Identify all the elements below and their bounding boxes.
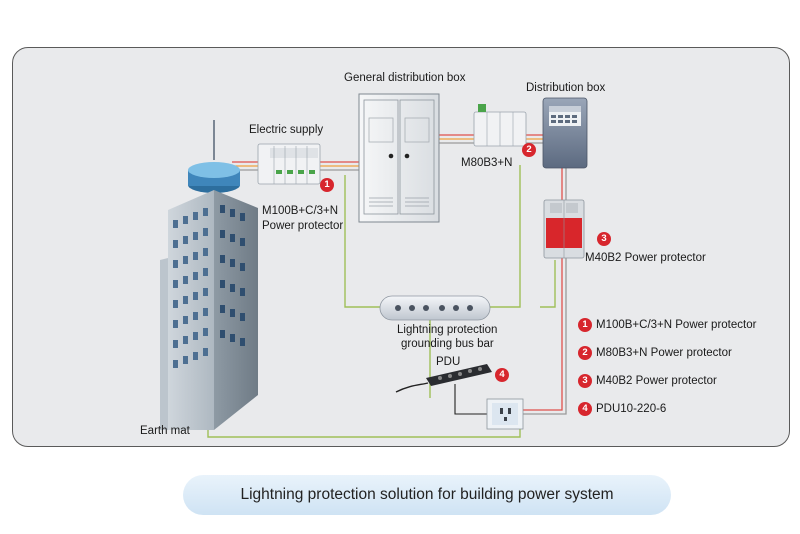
badge-2: 2 — [522, 143, 536, 157]
m100-protector-device — [257, 143, 321, 185]
legend-badge-4: 4 — [578, 402, 592, 416]
legend-text-3: M40B2 Power protector — [596, 375, 717, 387]
electric-supply-label: Electric supply — [249, 124, 324, 136]
general-distribution-box-label: General distribution box — [344, 72, 466, 84]
skyscraper — [160, 120, 258, 430]
general-distribution-box-device — [358, 93, 440, 223]
m80-protector-device — [473, 104, 527, 147]
badge-4: 4 — [495, 368, 509, 382]
wall-socket-device — [486, 398, 524, 430]
bus-bar-label-line2: grounding bus bar — [401, 338, 494, 350]
pdu-device — [395, 364, 492, 415]
m40-label: M40B2 Power protector — [585, 252, 706, 264]
distribution-box-label: Distribution box — [526, 82, 606, 94]
pdu-label: PDU — [436, 356, 461, 368]
badge-1: 1 — [320, 178, 334, 192]
grounding-bus-bar-device — [379, 295, 491, 321]
m100-label-line2: Power protector — [262, 220, 344, 232]
legend-badge-3: 3 — [578, 374, 592, 388]
power-wires-down — [515, 168, 567, 415]
legend-text-2: M80B3+N Power protector — [596, 347, 732, 359]
caption-banner: Lightning protection solution for buildi… — [183, 475, 671, 515]
legend-badge-1: 1 — [578, 318, 592, 332]
legend-text-4: PDU10-220-6 — [596, 403, 667, 415]
legend-badge-2: 2 — [578, 346, 592, 360]
m40-protector-device — [543, 199, 585, 259]
bus-bar-label-line1: Lightning protection — [397, 324, 498, 336]
earth-mat-label: Earth mat — [140, 425, 190, 437]
legend-text-1: M100B+C/3+N Power protector — [596, 319, 757, 331]
m100-label-line1: M100B+C/3+N — [262, 205, 339, 217]
m80-label: M80B3+N — [461, 157, 513, 169]
badge-3: 3 — [597, 232, 611, 246]
caption-text: Lightning protection solution for buildi… — [240, 486, 614, 503]
distribution-box-device — [542, 97, 588, 169]
